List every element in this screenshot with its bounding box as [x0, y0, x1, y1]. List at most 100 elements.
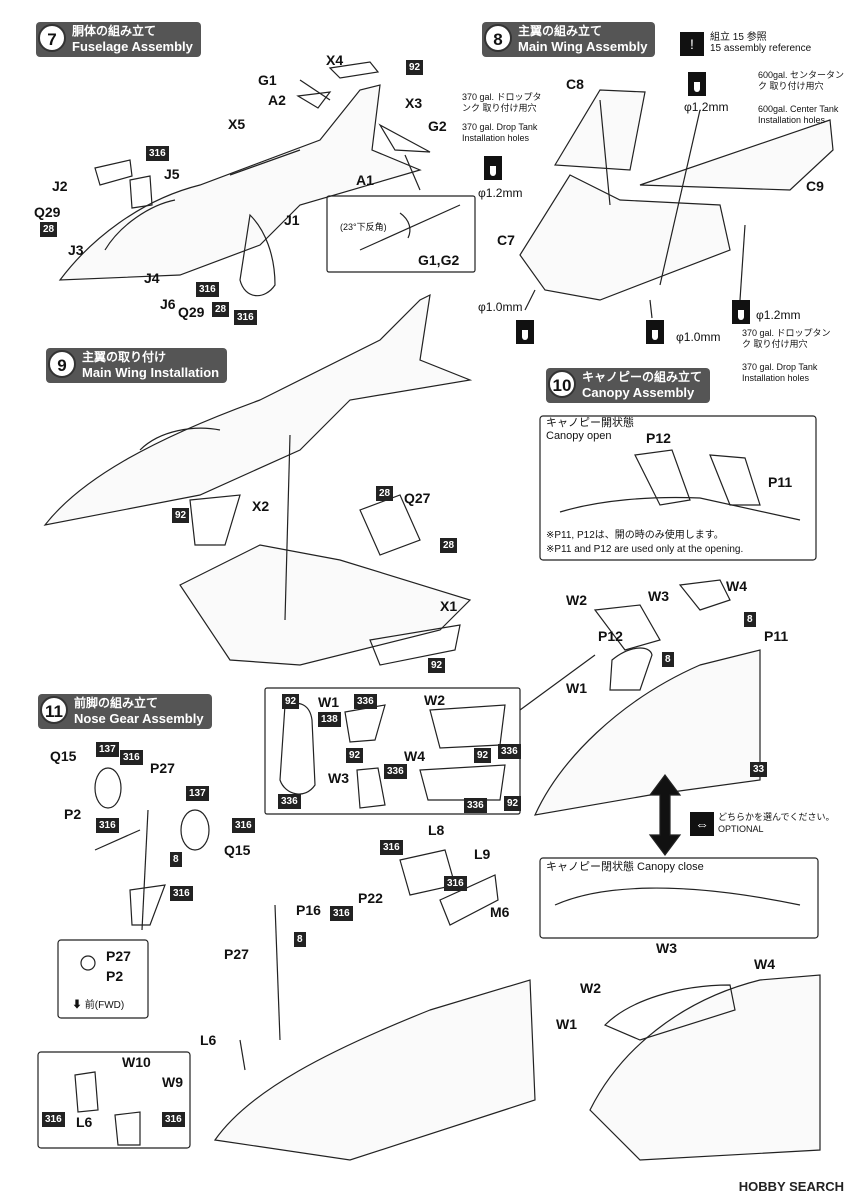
part-w4: W4 — [726, 578, 747, 594]
part-q27: Q27 — [404, 490, 431, 506]
color-92-e: 92 — [346, 748, 364, 763]
step8-number: 8 — [484, 24, 512, 52]
step7-title-jp: 胴体の組み立て — [72, 24, 157, 38]
color-316-j: 316 — [330, 906, 353, 921]
reference-note: 組立 15 参照 15 assembly reference — [710, 32, 811, 54]
step9-number: 9 — [48, 350, 76, 378]
reference-icon: ! — [680, 32, 704, 56]
color-8-d: 8 — [294, 932, 306, 947]
watermark: HOBBY SEARCH — [738, 1179, 844, 1194]
color-28-d: 28 — [440, 538, 458, 553]
step9-header: 9 主翼の取り付け Main Wing Installation — [46, 348, 228, 383]
step10-number: 10 — [548, 370, 576, 398]
step9-title-jp: 主翼の取り付け — [82, 350, 167, 364]
color-316-b: 316 — [196, 282, 219, 297]
color-8-c: 8 — [170, 852, 182, 867]
part-w1: W1 — [566, 680, 587, 696]
canopy-open-jp: キャノピー開状態 — [546, 417, 634, 429]
dim-1-2-c: φ1.2mm — [756, 308, 801, 322]
part-g1-g2: G1,G2 — [418, 252, 460, 268]
color-28-b: 28 — [212, 302, 230, 317]
part-p2: P2 — [64, 806, 82, 822]
part-p11-b: P11 — [764, 628, 789, 644]
color-92-g: 92 — [504, 796, 522, 811]
part-x4: X4 — [326, 52, 344, 68]
color-92: 92 — [406, 60, 424, 75]
drill-icon — [484, 156, 502, 180]
color-336-d: 336 — [278, 794, 301, 809]
part-j1: J1 — [284, 212, 300, 228]
color-316-g: 316 — [170, 886, 193, 901]
dihedral-note: (23°下反角) — [340, 222, 387, 232]
part-l9: L9 — [474, 846, 491, 862]
step8-title-jp: 主翼の組み立て — [518, 24, 603, 38]
drill-icon-3 — [516, 320, 534, 344]
step7-number: 7 — [38, 24, 66, 52]
step11-number: 11 — [40, 696, 68, 724]
part-x1: X1 — [440, 598, 458, 614]
color-138: 138 — [318, 712, 341, 727]
part-j2: J2 — [52, 178, 68, 194]
part-l6: L6 — [200, 1032, 217, 1048]
color-336-c: 336 — [384, 764, 407, 779]
part-p12: P12 — [646, 430, 671, 446]
step7-header: 7 胴体の組み立て Fuselage Assembly — [36, 22, 201, 57]
part-g1: G1 — [258, 72, 277, 88]
part-p11: P11 — [768, 474, 793, 490]
part-j3: J3 — [68, 242, 84, 258]
part-l8: L8 — [428, 822, 445, 838]
color-316-d: 316 — [120, 750, 143, 765]
step9-title-en: Main Wing Installation — [82, 365, 220, 380]
part-p2-b: P2 — [106, 968, 124, 984]
part-w3: W3 — [648, 588, 669, 604]
step10-header: 10 キャノピーの組み立て Canopy Assembly — [546, 368, 711, 403]
ref-jp-b: 参照 — [746, 32, 767, 43]
drill-icon-5 — [732, 300, 750, 324]
color-92-c: 92 — [428, 658, 446, 673]
part-x3: X3 — [405, 95, 423, 111]
step8-title-en: Main Wing Assembly — [518, 39, 648, 54]
canopy-note-en: ※P11 and P12 are used only at the openin… — [546, 544, 744, 555]
part-p27-b: P27 — [106, 948, 131, 964]
part-w3-b: W3 — [656, 940, 677, 956]
color-316-l: 316 — [162, 1112, 185, 1127]
color-92-f: 92 — [474, 748, 492, 763]
color-137-b: 137 — [186, 786, 209, 801]
part-a2: A2 — [268, 92, 286, 108]
part-w1-c: W1 — [318, 694, 339, 710]
optional-en: OPTIONAL — [718, 824, 764, 834]
color-336-e: 336 — [464, 798, 487, 813]
part-x2: X2 — [252, 498, 270, 514]
dim-1-0-b: φ1.0mm — [676, 330, 721, 344]
ref-num: 15 — [732, 32, 744, 43]
part-j6: J6 — [160, 296, 176, 312]
color-33: 33 — [750, 762, 768, 777]
color-316-e: 316 — [96, 818, 119, 833]
drop-tank-note-en-b: 370 gal. Drop Tank Installation holes — [742, 362, 818, 383]
color-336-b: 336 — [498, 744, 521, 759]
part-m6: M6 — [490, 904, 510, 920]
color-28-c: 28 — [376, 486, 394, 501]
part-j5: J5 — [164, 166, 180, 182]
part-q15-b: Q15 — [224, 842, 251, 858]
part-a1: A1 — [356, 172, 374, 188]
color-28: 28 — [40, 222, 58, 237]
part-q29: Q29 — [34, 204, 61, 220]
color-92-b: 92 — [172, 508, 190, 523]
part-w1-b: W1 — [556, 1016, 577, 1032]
step11-title-en: Nose Gear Assembly — [74, 711, 204, 726]
step10-title-en: Canopy Assembly — [582, 385, 695, 400]
canopy-note-jp: ※P11, P12は、開の時のみ使用します。 — [546, 530, 724, 541]
part-w3-c: W3 — [328, 770, 349, 786]
step10-title-jp: キャノピーの組み立て — [582, 370, 703, 384]
part-g2: G2 — [428, 118, 447, 134]
part-w4-c: W4 — [404, 748, 425, 764]
color-316-c: 316 — [234, 310, 257, 325]
part-q15: Q15 — [50, 748, 77, 764]
drop-tank-note-jp: 370 gal. ドロップタンク 取り付け用穴 — [462, 92, 542, 113]
color-316: 316 — [146, 146, 169, 161]
part-w2: W2 — [566, 592, 587, 608]
ref-jp-a: 組立 — [710, 32, 730, 43]
part-w2-c: W2 — [424, 692, 445, 708]
